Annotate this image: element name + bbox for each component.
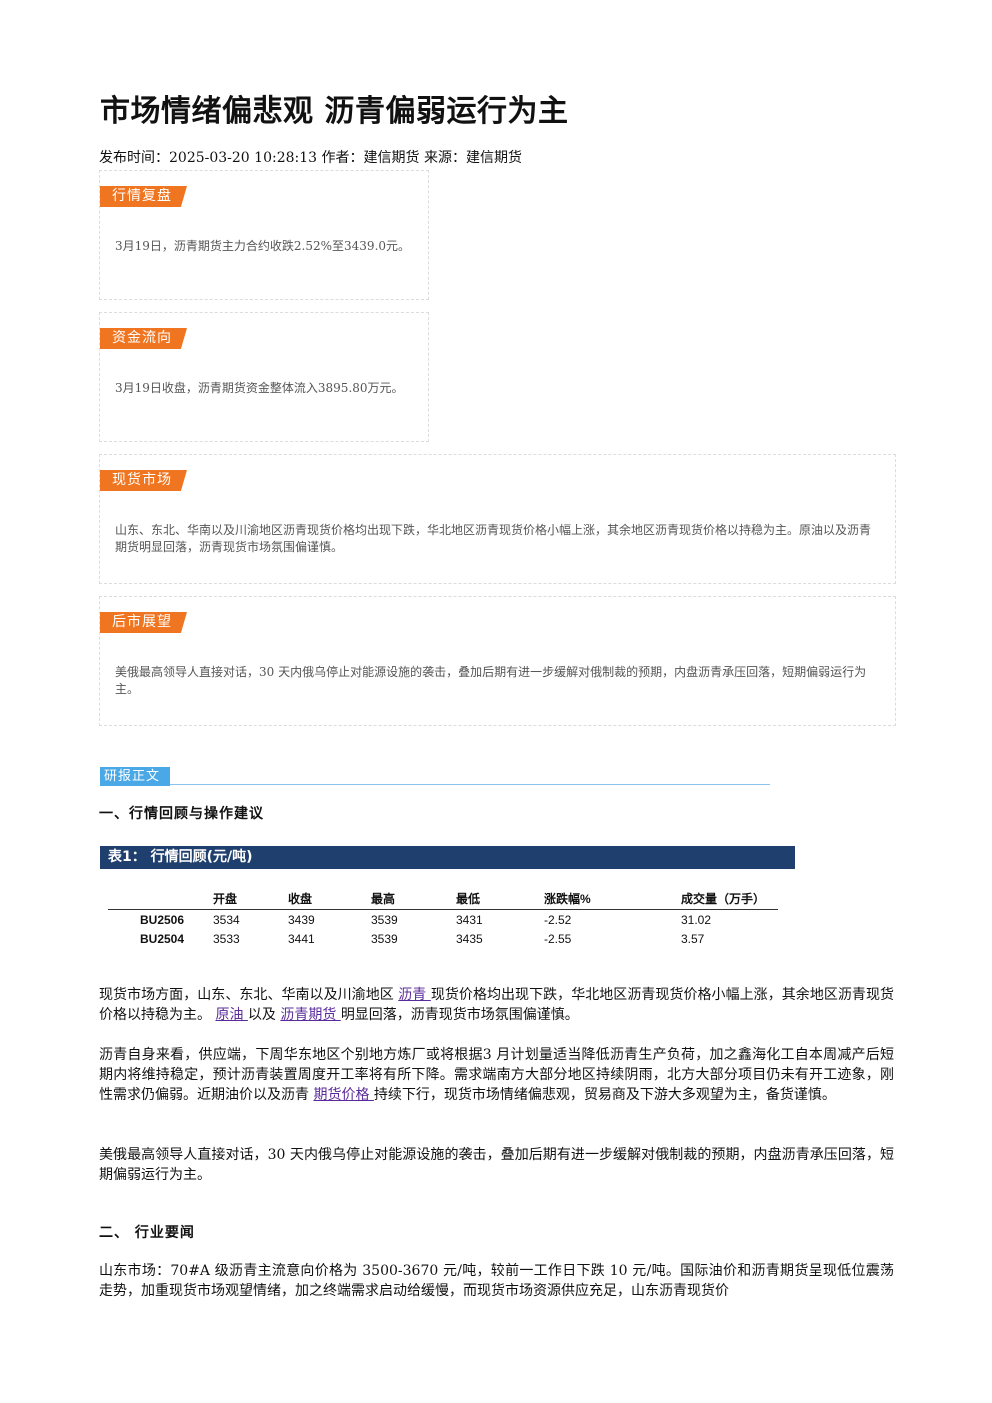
table-header-cell: 最高 — [371, 892, 396, 906]
table-cell: 3.57 — [681, 931, 705, 946]
section-heading-news: 二、 行业要闻 — [99, 1225, 195, 1241]
spot-market-text: 山东、东北、华南以及川渝地区沥青现货价格均出现下跌，华北地区沥青现货价格小幅上涨… — [115, 523, 872, 554]
table-cell: BU2506 — [140, 912, 185, 927]
outlook-text: 美俄最高领导人直接对话，30 天内俄乌停止对能源设施的袭击，叠加后期有进一步缓解… — [115, 665, 867, 696]
report-divider — [170, 784, 770, 785]
source-name: 建信期货 — [465, 150, 522, 166]
spot-market-card: 现货市场 山东、东北、华南以及川渝地区沥青现货价格均出现下跌，华北地区沥青现货价… — [99, 454, 896, 584]
paragraph-text: 现货价格均出现下跌，华北地区沥青现货价格小幅上涨，其余地区沥青现货价格以持稳为主… — [99, 987, 895, 1023]
spot-market-tag: 现货市场 — [100, 470, 187, 491]
table-header-row: 开盘 收盘 最高 最低 涨跌幅% 成交量（万手） — [108, 888, 778, 910]
table-cell: 3539 — [371, 912, 398, 927]
page-title: 市场情绪偏悲观 沥青偏弱运行为主 — [100, 94, 569, 129]
table-cell: 31.02 — [681, 912, 712, 927]
table-cell: 3533 — [213, 931, 240, 946]
table-cell: 3431 — [456, 912, 483, 927]
fund-flow-text: 3月19日收盘，沥青期货资金整体流入3895.80万元。 — [115, 381, 404, 395]
link-asphalt[interactable]: 沥青 — [398, 987, 431, 1003]
paragraph-supply-demand: 沥青自身来看，供应端，下周华东地区个别地方炼厂或将根据3 月计划量适当降低沥青生… — [99, 1045, 894, 1105]
paragraph-text: 沥青自身来看，供应端，下周华东地区个别地方炼厂或将根据3 月计划量适当降低沥青生… — [99, 1047, 894, 1103]
publish-label: 发布时间： — [99, 150, 169, 166]
table-header-cell: 成交量（万手） — [681, 892, 766, 906]
table-row: BU2506 3534 3439 3539 3431 -2.52 31.02 — [108, 910, 778, 929]
table-cell: -2.55 — [544, 931, 572, 946]
author-label: 作者： — [317, 150, 364, 166]
paragraph-text: 现货市场方面，山东、东北、华南以及川渝地区 — [99, 987, 399, 1003]
source-label: 来源： — [419, 150, 466, 166]
table-header-cell: 开盘 — [213, 892, 238, 906]
publish-time: 2025-03-20 10:28:13 — [169, 150, 318, 166]
section-heading-review: 一、行情回顾与操作建议 — [99, 806, 264, 822]
fund-flow-tag: 资金流向 — [100, 328, 187, 349]
report-body-tag: 研报正文 — [100, 767, 170, 786]
market-table: 开盘 收盘 最高 最低 涨跌幅% 成交量（万手） BU2506 3534 343… — [108, 888, 778, 948]
market-review-tag: 行情复盘 — [100, 186, 187, 207]
link-futures-price[interactable]: 期货价格 — [313, 1087, 374, 1103]
paragraph-text: 明显回落，沥青现货市场氛围偏谨慎。 — [340, 1007, 579, 1023]
link-crude-oil[interactable]: 原油 — [215, 1007, 248, 1023]
outlook-card: 后市展望 美俄最高领导人直接对话，30 天内俄乌停止对能源设施的袭击，叠加后期有… — [99, 596, 896, 726]
article-meta: 发布时间：2025-03-20 10:28:13 作者：建信期货 来源：建信期货 — [99, 147, 522, 167]
market-review-text: 3月19日，沥青期货主力合约收跌2.52%至3439.0元。 — [115, 239, 411, 253]
table-cell: -2.52 — [544, 912, 572, 927]
table-cell: 3539 — [371, 931, 398, 946]
table-cell: BU2504 — [140, 931, 185, 946]
paragraph-text: 持续下行，现货市场情绪偏悲观，贸易商及下游大多观望为主，备货谨慎。 — [373, 1087, 836, 1103]
paragraph-text: 以及 — [247, 1007, 281, 1023]
link-asphalt-futures[interactable]: 沥青期货 — [280, 1007, 341, 1023]
outlook-tag: 后市展望 — [100, 612, 187, 633]
table-row: BU2504 3533 3441 3539 3435 -2.55 3.57 — [108, 929, 778, 948]
table-header-cell: 收盘 — [288, 892, 313, 906]
table-header-cell: 涨跌幅% — [544, 892, 591, 906]
table-cell: 3439 — [288, 912, 315, 927]
table-cell: 3441 — [288, 931, 315, 946]
market-review-card: 行情复盘 3月19日，沥青期货主力合约收跌2.52%至3439.0元。 — [99, 170, 429, 300]
paragraph-outlook: 美俄最高领导人直接对话，30 天内俄乌停止对能源设施的袭击，叠加后期有进一步缓解… — [99, 1147, 894, 1183]
fund-flow-card: 资金流向 3月19日收盘，沥青期货资金整体流入3895.80万元。 — [99, 312, 429, 442]
author-name: 建信期货 — [363, 150, 420, 166]
paragraph-shandong: 山东市场：70#A 级沥青主流意向价格为 3500-3670 元/吨，较前一工作… — [99, 1263, 894, 1299]
table-cell: 3435 — [456, 931, 483, 946]
table-header-cell: 最低 — [456, 892, 481, 906]
table-cell: 3534 — [213, 912, 240, 927]
table-title: 表1： 行情回顾(元/吨) — [100, 846, 795, 869]
paragraph-spot-market: 现货市场方面，山东、东北、华南以及川渝地区 沥青 现货价格均出现下跌，华北地区沥… — [99, 985, 894, 1025]
